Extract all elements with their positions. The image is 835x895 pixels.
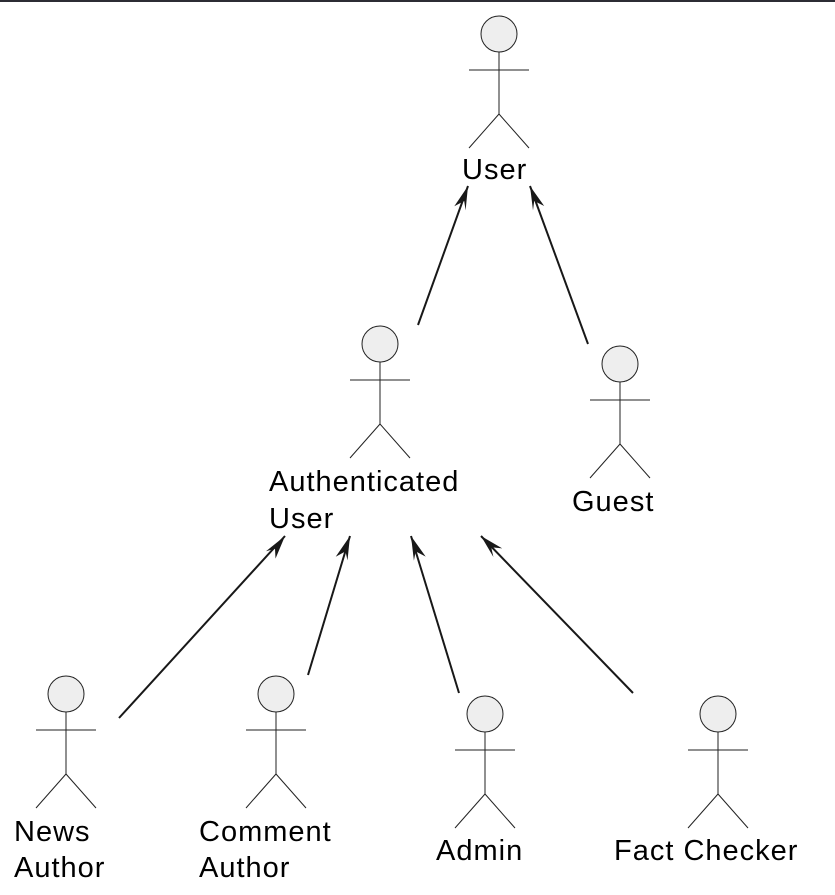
actor-label-admin: Admin <box>436 835 523 867</box>
edge-fact-checker-to-authenticated-user <box>480 535 634 694</box>
actor-label-line: Author <box>14 852 105 884</box>
edge-news-author-to-authenticated-user <box>118 535 286 719</box>
actor-guest: Guest <box>572 345 654 518</box>
arrowhead-guest-to-user <box>530 186 545 211</box>
edge-admin-to-authenticated-user <box>410 535 460 694</box>
arrowhead-news-author-to-authenticated-user <box>266 536 285 559</box>
actor-label-line: Guest <box>572 486 654 518</box>
actor-label-news-author: News Author <box>14 816 105 884</box>
actor-user: User <box>462 15 530 186</box>
actor-label-comment-author: Comment Author <box>199 816 341 884</box>
actor-fact-checker: Fact Checker <box>614 695 798 867</box>
stick-figure-icon <box>687 695 749 829</box>
actor-label-line: Author <box>199 852 290 884</box>
edges <box>118 185 634 719</box>
actor-label-guest: Guest <box>572 486 654 518</box>
arrowhead-admin-to-authenticated-user <box>411 536 426 561</box>
arrowhead-authenticated-user-to-user <box>454 186 468 211</box>
arrowhead-comment-author-to-authenticated-user <box>335 536 350 561</box>
actor-label-fact-checker: Fact Checker <box>614 835 798 867</box>
actor-label-user: User <box>462 154 527 186</box>
stick-figure-icon <box>35 675 97 809</box>
actor-comment-author: Comment Author <box>199 675 341 884</box>
stick-figure-icon <box>349 325 411 459</box>
actor-label-line: Comment <box>199 816 332 848</box>
actor-news-author: News Author <box>14 675 105 884</box>
actor-label-line: User <box>462 154 527 186</box>
actor-label-line: Fact Checker <box>614 835 798 867</box>
actor-label-line: Authenticated <box>269 466 459 498</box>
stick-figure-icon <box>589 345 651 479</box>
actor-authenticated-user: Authenticated User <box>269 325 468 535</box>
top-border <box>0 0 835 2</box>
stick-figure-icon <box>245 675 307 809</box>
actor-label-line: News <box>14 816 91 848</box>
actor-label-line: User <box>269 503 334 535</box>
actor-admin: Admin <box>436 695 523 867</box>
arrowhead-fact-checker-to-authenticated-user <box>481 536 503 557</box>
stick-figure-icon <box>454 695 516 829</box>
actor-label-authenticated-user: Authenticated User <box>269 466 468 535</box>
actor-label-line: Admin <box>436 835 523 867</box>
edge-guest-to-user <box>529 185 589 345</box>
stick-figure-icon <box>468 15 530 149</box>
edge-comment-author-to-authenticated-user <box>307 535 351 676</box>
edge-authenticated-user-to-user <box>417 185 469 326</box>
